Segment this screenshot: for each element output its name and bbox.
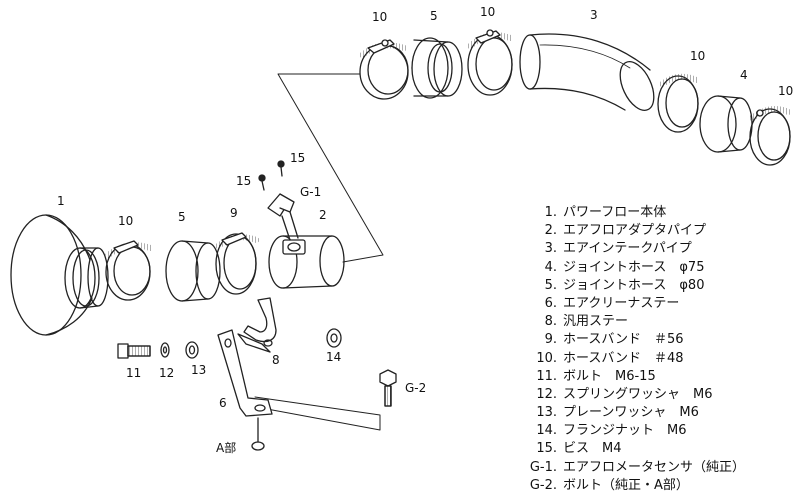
callout-6: 6	[219, 396, 227, 410]
legend-key: 6.	[544, 295, 557, 311]
legend-text: エアフロメータセンサ（純正）	[563, 459, 746, 475]
legend-item: 5. ジョイントホース φ80	[519, 277, 745, 295]
legend-text: ボルト（純正・A部）	[563, 477, 689, 493]
flange-nut-14	[326, 328, 342, 348]
legend-item: 1. パワーフロー本体	[519, 204, 745, 222]
callout-9: 9	[230, 206, 238, 220]
callout-8: 8	[272, 353, 280, 367]
legend-item: 12. スプリングワッシャ M6	[519, 386, 745, 404]
callout-10: 10	[372, 10, 388, 24]
legend-item: 2. エアフロアダプタパイプ	[519, 222, 745, 240]
joint-hose-4	[699, 95, 753, 153]
legend-text: ビス M4	[563, 441, 622, 457]
legend-key: 10.	[536, 350, 557, 366]
callout-11: 11	[126, 366, 142, 380]
screw-15-b	[277, 160, 285, 177]
plain-washer-13	[185, 341, 199, 359]
legend-key: 3.	[544, 241, 557, 257]
callout-g2: G-2	[405, 381, 427, 395]
callout-10: 10	[118, 214, 134, 228]
legend-text: スプリングワッシャ M6	[563, 386, 713, 402]
callout-4: 4	[740, 68, 748, 82]
callout-15: 15	[290, 151, 306, 165]
callout-1: 1	[57, 194, 65, 208]
joint-hose-5-mid	[165, 240, 221, 302]
legend-key: 9.	[544, 332, 557, 348]
legend-text: ボルト M6-15	[563, 368, 656, 384]
callout-3: 3	[590, 8, 598, 22]
air-cleaner-stay-6	[217, 329, 273, 417]
legend-key: 14.	[536, 423, 557, 439]
legend-item: 4. ジョイントホース φ75	[519, 259, 745, 277]
legend-key: 5.	[544, 277, 557, 293]
hose-clamp-10-right-b	[749, 106, 791, 166]
intake-pipe-3	[519, 33, 655, 111]
legend-text: ジョイントホース φ75	[563, 259, 705, 275]
joint-hose-5-top	[411, 37, 463, 99]
hose-clamp-9	[215, 232, 259, 295]
callout-14: 14	[326, 350, 342, 364]
hose-clamp-10-top-left	[359, 39, 409, 100]
hose-clamp-10-top-mid	[467, 29, 513, 96]
callout-2: 2	[319, 208, 327, 222]
legend-text: エアインテークパイプ	[563, 241, 692, 257]
legend-key: 1.	[544, 205, 557, 220]
legend-key: 13.	[536, 405, 557, 421]
callout-a-part: A部	[216, 441, 237, 455]
legend-item: 3. エアインテークパイプ	[519, 240, 745, 258]
legend-item: 9. ホースバンド ＃56	[519, 331, 745, 349]
legend-key: G-1.	[529, 459, 557, 475]
legend-text: 汎用ステー	[563, 314, 629, 330]
legend-text: ジョイントホース φ80	[563, 277, 705, 293]
hose-clamp-10-mid	[105, 240, 153, 301]
airflow-adapter-pipe-2	[268, 235, 345, 289]
hose-clamp-10-right-a	[657, 73, 699, 133]
callout-5: 5	[178, 210, 186, 224]
part-a-location-ring	[251, 417, 265, 451]
callout-10: 10	[690, 49, 706, 63]
legend-key: 4.	[544, 259, 557, 275]
assembly-line-bottom	[254, 396, 381, 431]
callout-12: 12	[159, 366, 175, 380]
legend-text: ホースバンド ＃48	[563, 350, 684, 366]
power-flow-body-1	[10, 214, 109, 336]
assembly-line-top	[277, 73, 384, 263]
legend-text: エアクリーナステー	[563, 295, 680, 311]
connector-lines	[254, 73, 384, 431]
universal-stay-8	[237, 297, 277, 353]
callout-g1: G-1	[300, 185, 322, 199]
legend-item: G-1. エアフロメータセンサ（純正）	[519, 459, 745, 477]
legend-text: フランジナット M6	[563, 423, 687, 439]
legend-text: パワーフロー本体	[563, 205, 667, 220]
callout-5: 5	[430, 9, 438, 23]
legend-text: ホースバンド ＃56	[563, 332, 684, 348]
legend-key: G-2.	[529, 477, 557, 493]
airflow-sensor-g1	[267, 193, 299, 241]
screw-15-a	[258, 174, 266, 191]
legend-key: 12.	[536, 386, 557, 402]
legend-key: 8.	[544, 314, 557, 330]
legend-item: 6. エアクリーナステー	[519, 295, 745, 313]
legend-key: 11.	[536, 368, 557, 384]
parts-legend: 1. パワーフロー本体 2. エアフロアダプタパイプ 3. エアインテークパイプ 4.…	[519, 204, 745, 495]
legend-item: 8. 汎用ステー	[519, 313, 745, 331]
callout-13: 13	[191, 363, 207, 377]
legend-item: G-2. ボルト（純正・A部）	[519, 477, 745, 495]
callout-10: 10	[480, 5, 496, 19]
callout-15: 15	[236, 174, 252, 188]
bolt-11	[117, 343, 151, 359]
legend-key: 15.	[536, 441, 557, 457]
legend-item: 11. ボルト M6-15	[519, 368, 745, 386]
bolt-g2	[379, 369, 397, 407]
legend-text: プレーンワッシャ M6	[563, 405, 699, 421]
legend-item: 15. ビス M4	[519, 440, 745, 458]
legend-item: 10. ホースバンド ＃48	[519, 350, 745, 368]
legend-key: 2.	[544, 223, 557, 239]
spring-washer-12	[160, 342, 170, 358]
callout-10: 10	[778, 84, 794, 98]
legend-text: エアフロアダプタパイプ	[563, 223, 707, 239]
legend-item: 14. フランジナット M6	[519, 422, 745, 440]
legend-item: 13. プレーンワッシャ M6	[519, 404, 745, 422]
